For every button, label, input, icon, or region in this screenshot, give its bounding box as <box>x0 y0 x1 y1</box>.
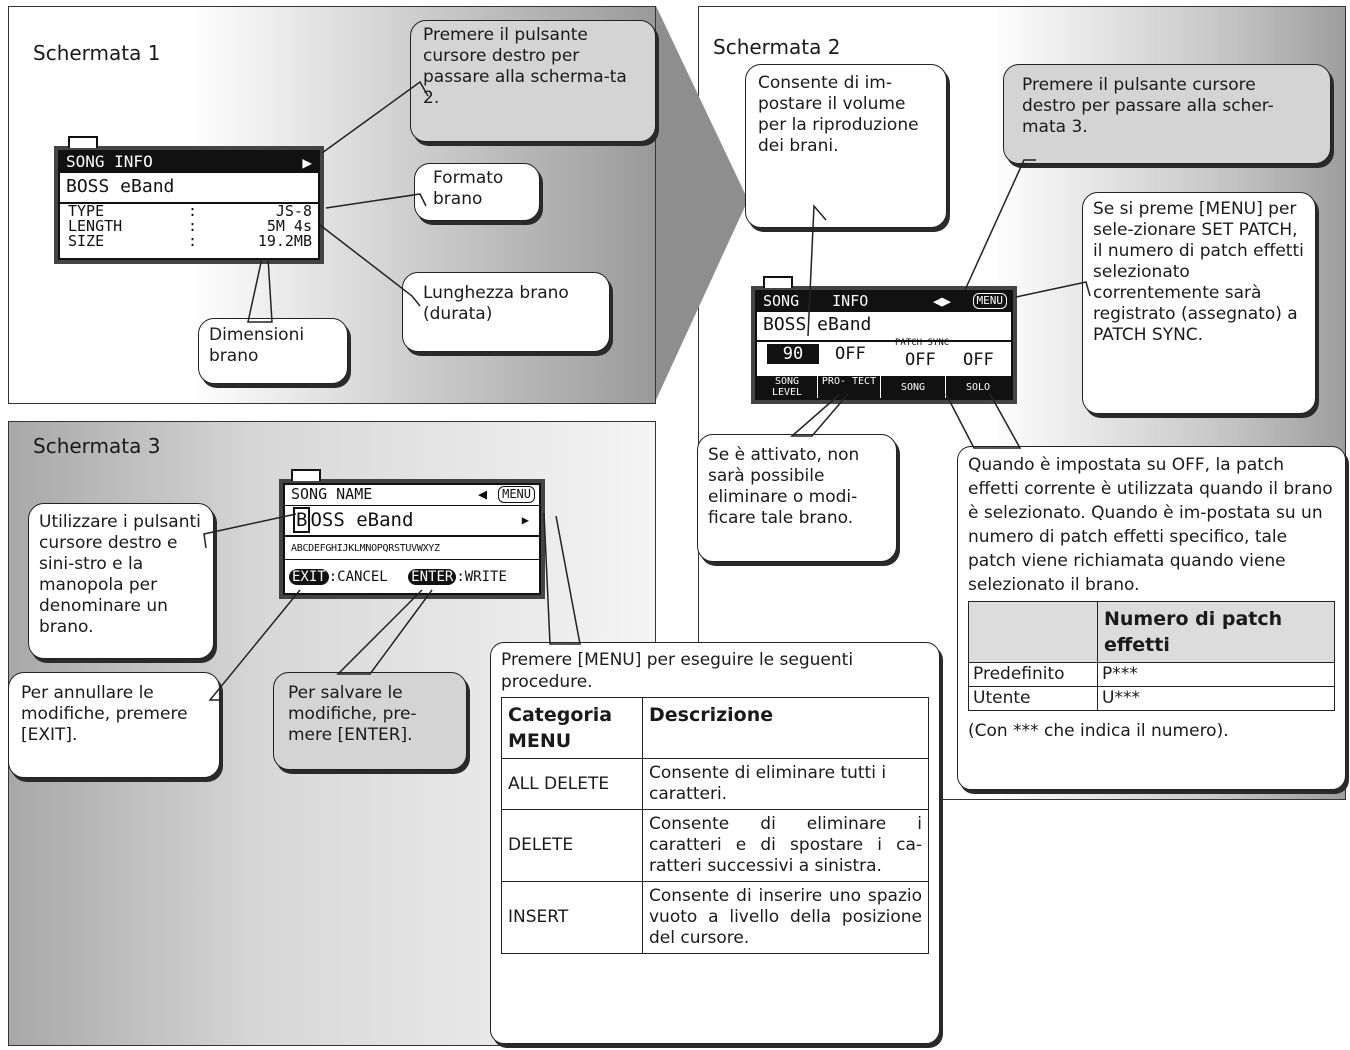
cancel-label: :CANCEL <box>328 569 388 585</box>
protect-value: OFF <box>835 344 866 364</box>
wedge-1-to-2 <box>656 6 748 400</box>
song-level-value: 90 <box>767 344 819 364</box>
lcd-screen-2: SONG INFO ◀▶ MENU BOSS eBand 90 OFF PATC… <box>755 276 1013 400</box>
callout-cancel: Per annullare le modifiche, premere [EXI… <box>8 672 220 778</box>
callout-next-screen-2: Premere il pulsante cursore destro per p… <box>410 20 656 142</box>
enter-badge: ENTER <box>408 569 457 585</box>
label-protect: PRO- TECT <box>818 376 881 398</box>
table-row: DELETE Consente di eliminare i caratteri… <box>501 809 929 882</box>
callout-song-size: Dimensioni brano <box>198 318 348 384</box>
patch-note: (Con *** che indica il numero). <box>968 721 1229 741</box>
lcd-tab <box>763 276 793 288</box>
label-solo: SOLO <box>965 382 991 393</box>
callout-next-screen-3: Premere il pulsante cursore destro per p… <box>1003 64 1331 164</box>
callout-song-format: Formato brano <box>414 163 540 221</box>
callout-menu-procedures: Premere [MENU] per eseguire le seguenti … <box>490 642 940 1044</box>
label-song: SONG <box>881 376 946 398</box>
table-row: Utente U*** <box>968 686 1335 711</box>
lcd-info-rows: TYPE : JS-8 LENGTH : 5M 4s SIZE : 19.2MB <box>60 204 318 249</box>
lcd-footer: EXIT:CANCEL ENTER:WRITE <box>285 569 539 591</box>
left-arrow-icon: ◀ <box>477 485 487 503</box>
table-header-cell: Descrizione <box>642 697 929 759</box>
menu-badge: MENU <box>498 486 535 503</box>
left-right-arrows-icon: ◀▶ <box>932 292 951 310</box>
menu-intro: Premere [MENU] per eseguire le seguenti … <box>501 650 854 692</box>
write-label: :WRITE <box>456 569 507 585</box>
table-row: Predefinito P*** <box>968 662 1335 687</box>
callout-save: Per salvare le modifiche, pre-mere [ENTE… <box>273 672 467 770</box>
panel-title: Schermata 2 <box>713 35 841 59</box>
lcd-header-text: SONG NAME <box>291 485 373 503</box>
label-song-level: SONG LEVEL <box>757 376 818 398</box>
lcd-row-length: LENGTH : 5M 4s <box>68 217 312 235</box>
lcd-header-mid: INFO <box>832 292 869 310</box>
lcd-header-text: SONG INFO <box>66 152 153 171</box>
lcd-song-name: BOSS eBand <box>60 176 318 204</box>
table-row: INSERT Consente di inserire uno spazio v… <box>501 881 929 954</box>
table-header-cell: Numero di patch effetti <box>1097 601 1335 663</box>
lcd-alphabet: ABCDEFGHIJKLMNOPQRSTUVWXYZ <box>285 543 539 560</box>
lcd-labels-row: SONG LEVEL PRO- TECT SONG SOLO <box>757 376 1011 398</box>
lcd-tab <box>68 136 98 148</box>
table-header-cell: Categoria MENU <box>501 697 643 759</box>
lcd-values-row: 90 OFF PATCH SYNC OFF OFF <box>757 338 1011 370</box>
panel-title: Schermata 1 <box>33 41 161 65</box>
lcd-header-left: SONG <box>763 292 800 310</box>
callout-song-length: Lunghezza brano (durata) <box>402 272 610 352</box>
menu-category-table: Categoria MENU Descrizione ALL DELETE Co… <box>501 697 929 954</box>
callout-menu-set-patch: Se si preme [MENU] per sele-zionare SET … <box>1082 192 1316 414</box>
lcd-song-name-rest: OSS eBand <box>310 509 414 531</box>
lcd-header: SONG INFO ▶ <box>60 152 318 173</box>
patch-solo-value: OFF <box>963 350 994 370</box>
callout-naming: Utilizzare i pulsanti cursore destro e s… <box>28 503 214 659</box>
patch-sync-label: PATCH SYNC <box>895 338 950 348</box>
lcd-screen-1: SONG INFO ▶ BOSS eBand TYPE : JS-8 LENGT… <box>58 136 320 260</box>
exit-badge: EXIT <box>289 569 329 585</box>
callout-volume: Consente di im-postare il volume per la … <box>745 64 947 228</box>
right-arrow-icon: ▶ <box>521 513 529 527</box>
patch-song-value: OFF <box>905 350 936 370</box>
lcd-row-size: SIZE : 19.2MB <box>68 232 312 250</box>
menu-badge: MENU <box>972 293 1007 309</box>
table-row: ALL DELETE Consente di eliminare tutti i… <box>501 758 929 810</box>
patch-number-table: Numero di patch effetti Predefinito P***… <box>968 601 1335 711</box>
lcd-song-name: BOSS eBand <box>757 314 1011 342</box>
lcd-row-type: TYPE : JS-8 <box>68 202 312 220</box>
patch-sync-description: Quando è impostata su OFF, la patch effe… <box>968 455 1333 595</box>
panel-title: Schermata 3 <box>33 434 161 458</box>
table-header-cell <box>968 601 1098 663</box>
cursor-char: B <box>293 507 311 533</box>
lcd-tab <box>291 469 321 481</box>
lcd-header: SONG INFO ◀▶ MENU <box>757 292 1011 312</box>
callout-patch-sync: Quando è impostata su OFF, la patch effe… <box>957 446 1346 790</box>
right-arrow-icon: ▶ <box>302 153 312 172</box>
lcd-header: SONG NAME ◀ MENU <box>285 485 539 506</box>
callout-protect: Se è attivato, non sarà possibile elimin… <box>697 434 897 562</box>
